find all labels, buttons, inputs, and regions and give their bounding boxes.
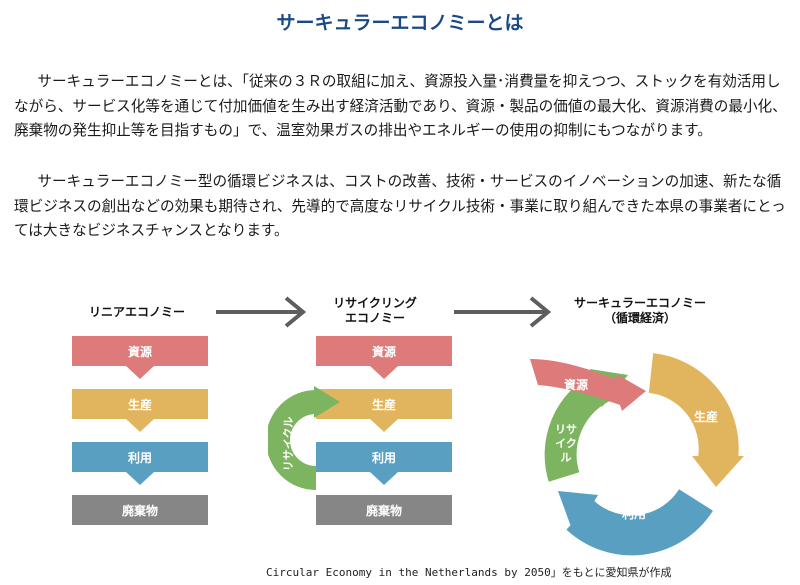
connector-arrow-2 — [454, 296, 552, 328]
recycling-resource-box: 資源 — [316, 336, 452, 366]
recycling-use-text: 利用 — [371, 450, 396, 465]
intro-paragraph-2: サーキュラーエコノミー型の循環ビジネスは、コストの改善、技術・サービスのイノベー… — [14, 173, 786, 239]
recycling-waste-text: 廃棄物 — [365, 503, 402, 518]
circular-resource-text: 資源 — [564, 377, 588, 392]
linear-production-text: 生産 — [127, 397, 152, 412]
linear-waste-text: 廃棄物 — [121, 503, 158, 518]
page-title: サーキュラーエコノミーとは — [276, 12, 524, 34]
circular-production-head — [692, 456, 744, 487]
circular-use-arrow — [566, 488, 713, 556]
circular-recycle-text-3: ル — [561, 451, 572, 464]
linear-use-box: 利用 — [72, 442, 208, 472]
recycle-loop-path — [268, 390, 317, 490]
recycling-arrow-3 — [370, 472, 398, 485]
linear-production-box: 生産 — [72, 389, 208, 419]
circular-recycle-text-1: リサ — [555, 423, 577, 436]
linear-use-text: 利用 — [127, 450, 152, 465]
circular-use-text: 利用 — [622, 506, 646, 521]
recycling-use-box: 利用 — [316, 442, 452, 472]
linear-arrow-3 — [126, 472, 154, 485]
linear-resource-text: 資源 — [127, 344, 152, 359]
recycle-loop-arrow: リサイクル — [268, 386, 340, 490]
recycling-waste-box: 廃棄物 — [316, 495, 452, 525]
circular-resource-arrow — [530, 359, 646, 411]
circular-production-arrow — [647, 353, 739, 462]
circular-production-text: 生産 — [694, 409, 718, 424]
recycling-economy-label: リサイクリング エコノミー — [300, 296, 450, 326]
circular-cycle-diagram: 資源 生産 利用 リサ イク ル — [530, 353, 744, 556]
circular-label-line2: （循環経済） — [603, 311, 676, 325]
intro-paragraph-1: サーキュラーエコノミーとは、「従来の３Ｒの取組に加え、資源投入量･消費量を抑えつ… — [14, 73, 787, 139]
linear-economy-label: リニアエコノミー — [88, 305, 185, 319]
recycle-loop-label: リサイクル — [282, 417, 295, 471]
linear-arrow-2 — [126, 419, 154, 432]
linear-waste-box: 廃棄物 — [72, 495, 208, 525]
circular-recycle-text-2: イク — [555, 437, 577, 450]
recycling-production-text: 生産 — [371, 397, 396, 412]
linear-arrow-1 — [126, 366, 154, 379]
recycling-label-line2: エコノミー — [344, 311, 405, 325]
circular-use-head — [558, 491, 598, 535]
recycling-arrow-2 — [370, 419, 398, 432]
circular-economy-label: サーキュラーエコノミー （循環経済） — [545, 296, 735, 326]
circular-label-line1: サーキュラーエコノミー — [573, 296, 706, 310]
source-caption: Circular Economy in the Netherlands by 2… — [266, 566, 672, 579]
linear-resource-box: 資源 — [72, 336, 208, 366]
recycling-label-line1: リサイクリング — [333, 296, 417, 310]
recycling-production-box: 生産 — [316, 389, 452, 419]
recycle-loop-head — [314, 386, 340, 418]
recycling-resource-text: 資源 — [371, 344, 396, 359]
connector-arrow-1 — [216, 296, 307, 328]
recycling-arrow-1 — [370, 366, 398, 379]
